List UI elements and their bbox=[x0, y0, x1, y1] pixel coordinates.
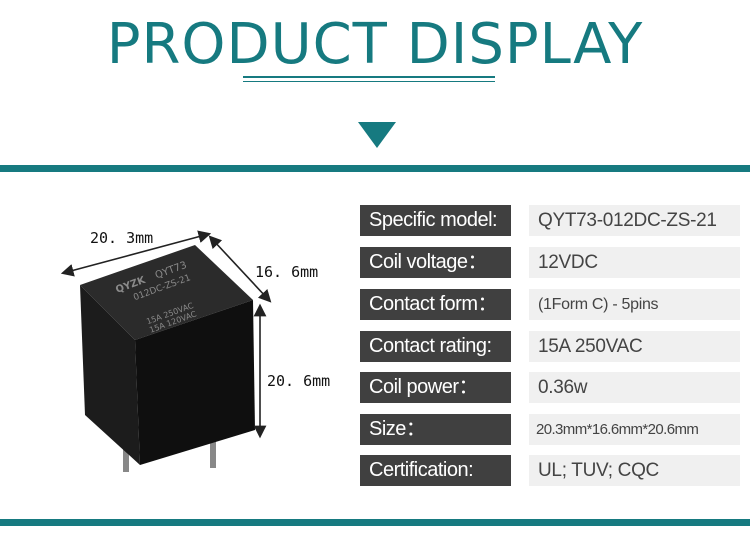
spec-row-model: Specific model: QYT73-012DC-ZS-21 bbox=[360, 205, 740, 236]
spec-row-contact-form: Contact form： (1Form C) - 5pins bbox=[360, 289, 740, 320]
width-dimension-label: 20. 3mm bbox=[90, 229, 153, 247]
relay-product-image: 20. 3mm 16. 6mm 20. 6mm QYZK QYT73 012DC… bbox=[60, 229, 330, 472]
spec-row-coil-power: Coil power： 0.36w bbox=[360, 372, 740, 403]
down-arrow-icon bbox=[358, 122, 396, 148]
relay-side-face bbox=[135, 300, 255, 465]
relay-pin bbox=[123, 440, 129, 472]
spec-row-contact-rating: Contact rating: 15A 250VAC bbox=[360, 331, 740, 362]
spec-label: Certification: bbox=[360, 455, 511, 486]
spec-value: 15A 250VAC bbox=[529, 331, 740, 362]
title-underline-thin bbox=[243, 81, 495, 82]
spec-row-coil-voltage: Coil voltage： 12VDC bbox=[360, 247, 740, 278]
spec-label: Specific model: bbox=[360, 205, 511, 236]
spec-value: 0.36w bbox=[529, 372, 740, 403]
spec-value: 20.3mm*16.6mm*20.6mm bbox=[529, 414, 740, 445]
relay-front-face bbox=[80, 285, 140, 465]
spec-label: Coil voltage： bbox=[360, 247, 511, 278]
width-dimension-line bbox=[60, 230, 212, 277]
bottom-divider-band bbox=[0, 519, 750, 526]
title-underline bbox=[243, 76, 495, 78]
depth-dimension-line bbox=[208, 235, 272, 303]
relay-pin bbox=[210, 440, 216, 468]
top-divider-band bbox=[0, 165, 750, 172]
height-dimension-label: 20. 6mm bbox=[267, 372, 330, 390]
spec-label: Contact form： bbox=[360, 289, 511, 320]
spec-value: QYT73-012DC-ZS-21 bbox=[529, 205, 740, 236]
spec-row-size: Size： 20.3mm*16.6mm*20.6mm bbox=[360, 414, 740, 445]
spec-label: Contact rating: bbox=[360, 331, 511, 362]
spec-value: UL; TUV; CQC bbox=[529, 455, 740, 486]
spec-label: Size： bbox=[360, 414, 511, 445]
spec-row-certification: Certification: UL; TUV; CQC bbox=[360, 455, 740, 486]
depth-dimension-label: 16. 6mm bbox=[255, 263, 318, 281]
spec-label: Coil power： bbox=[360, 372, 511, 403]
spec-value: (1Form C) - 5pins bbox=[529, 289, 740, 320]
page-title: PRODUCT DISPLAY bbox=[106, 12, 644, 77]
spec-value: 12VDC bbox=[529, 247, 740, 278]
